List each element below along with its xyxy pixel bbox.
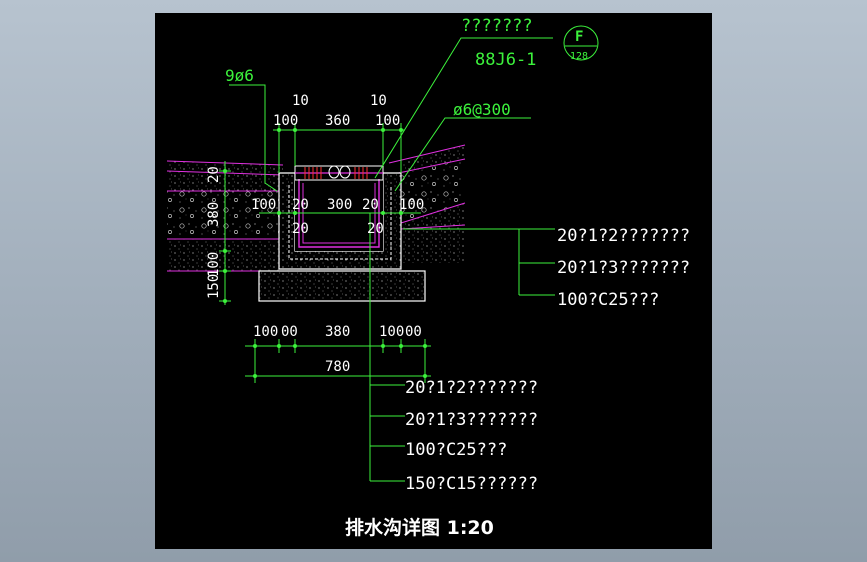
- dim-inner-20a: 20: [292, 197, 309, 213]
- pavement-right: [388, 144, 466, 263]
- bottom-layer-3: 100?C25???: [405, 440, 507, 460]
- rebar-right-label: ø6@300: [453, 100, 511, 119]
- dim-left-100: 100: [206, 252, 222, 277]
- dim-top-10b: 10: [370, 93, 387, 109]
- right-layer-3: 100?C25???: [557, 290, 659, 310]
- foundation-block: [258, 270, 426, 302]
- drawing-viewport[interactable]: ??????? 88J6-1 F 128 9ø6 ø6@300 10 10 10…: [155, 13, 712, 549]
- grating-cover: [294, 165, 384, 181]
- badge-letter: F: [575, 29, 583, 45]
- dim-bottom-380: 380: [325, 324, 350, 340]
- dim-inner-20d: 20: [367, 221, 384, 237]
- dim-bottom-100a: 100: [253, 324, 278, 340]
- dim-left-20: 20: [206, 166, 222, 183]
- rebar-left-label: 9ø6: [225, 66, 254, 85]
- dim-top-100b: 100: [375, 113, 400, 129]
- dim-bottom-780: 780: [325, 359, 350, 375]
- bottom-layer-2: 20?1?3???????: [405, 410, 538, 430]
- drainage-ditch-section: ??????? 88J6-1 F 128 9ø6 ø6@300 10 10 10…: [166, 16, 690, 539]
- dim-left-150: 150: [206, 274, 222, 299]
- dim-inner-100b: 100: [399, 197, 424, 213]
- dim-bottom-00a: 00: [281, 324, 298, 340]
- dim-inner-20c: 20: [292, 221, 309, 237]
- dim-bottom-100b: 100: [379, 324, 404, 340]
- dim-left-380: 380: [206, 202, 222, 227]
- drawing-title: 排水沟详图 1:20: [345, 516, 494, 539]
- dim-inner-300: 300: [327, 197, 352, 213]
- labels: ??????? 88J6-1 F 128 9ø6 ø6@300 10 10 10…: [206, 16, 690, 539]
- dim-bottom-00b: 00: [405, 324, 422, 340]
- badge-number: 128: [570, 51, 588, 62]
- bottom-layer-4: 150?C15??????: [405, 474, 538, 494]
- right-layer-1: 20?1?2???????: [557, 226, 690, 246]
- right-layer-2: 20?1?3???????: [557, 258, 690, 278]
- bottom-layer-1: 20?1?2???????: [405, 378, 538, 398]
- dim-top-100a: 100: [273, 113, 298, 129]
- callout-ref-text: 88J6-1: [475, 50, 536, 70]
- dim-inner-100a: 100: [251, 197, 276, 213]
- callout-top-text: ???????: [461, 16, 533, 36]
- dim-inner-20b: 20: [362, 197, 379, 213]
- dimension-ticks: [223, 128, 427, 378]
- dim-top-10a: 10: [292, 93, 309, 109]
- dim-top-360: 360: [325, 113, 350, 129]
